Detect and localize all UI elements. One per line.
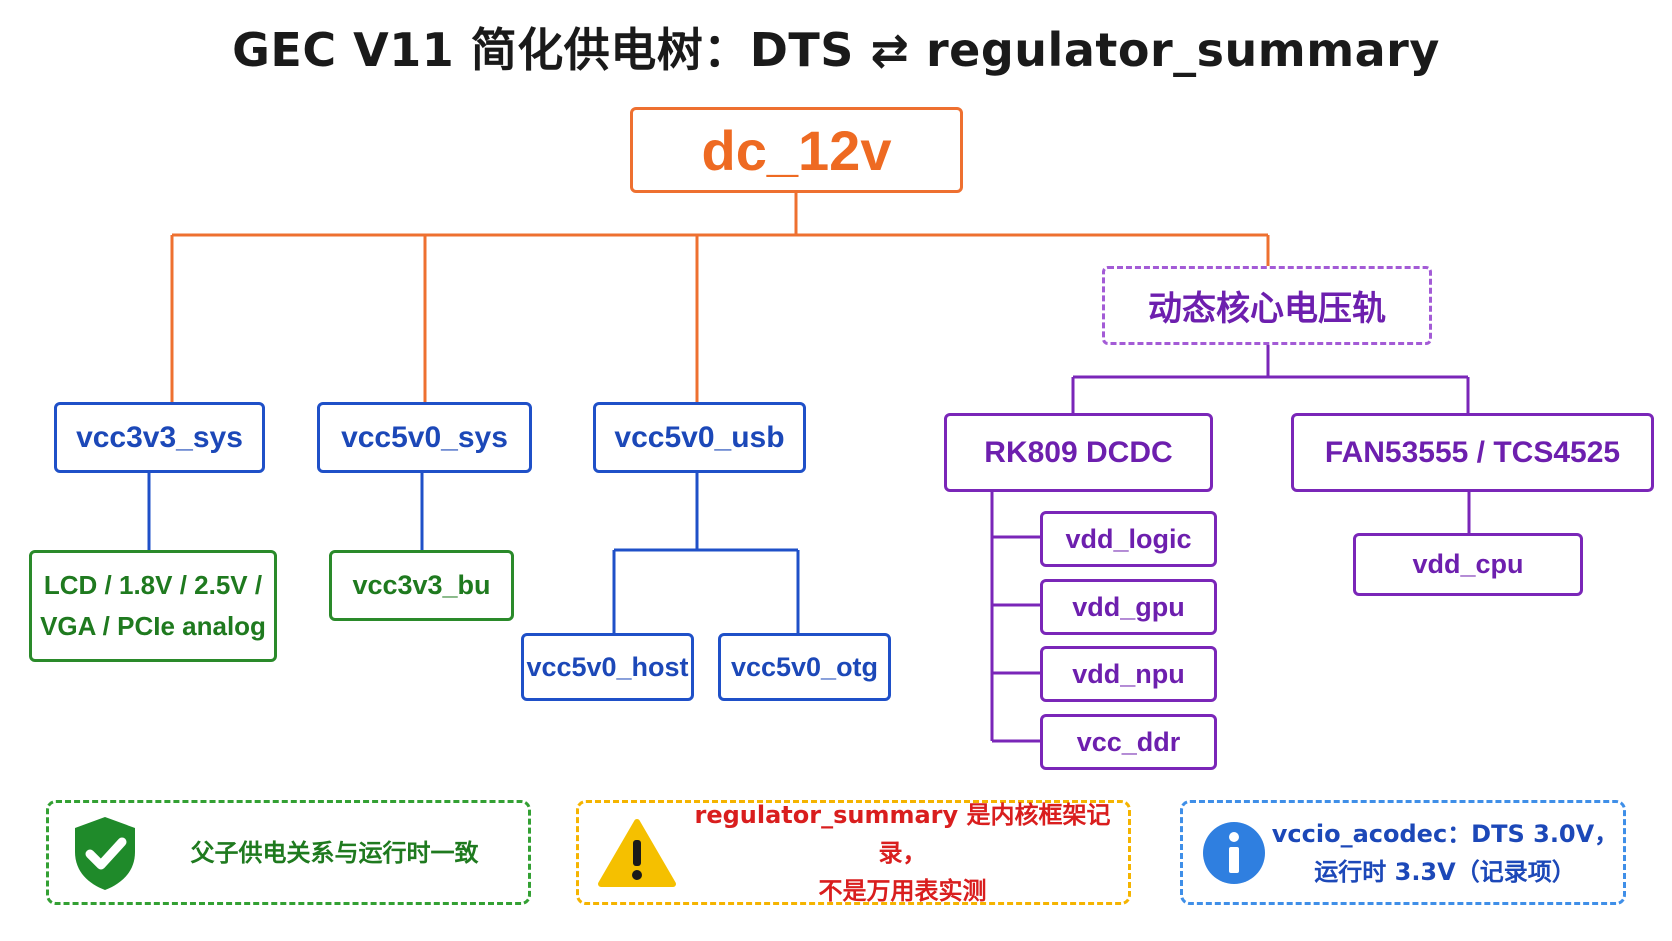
- node-vcc5v0-sys: vcc5v0_sys: [317, 402, 532, 473]
- node-vcc3v3-bu: vcc3v3_bu: [329, 550, 514, 621]
- node-vdd-logic: vdd_logic: [1040, 511, 1217, 567]
- node-vcc3v3-sys: vcc3v3_sys: [54, 402, 265, 473]
- note-framework-record: regulator_summary 是内核框架记录， 不是万用表实测: [576, 800, 1131, 905]
- warning-icon: [598, 818, 676, 887]
- dynamic-group-connector: [1071, 345, 1470, 413]
- root-connector: [170, 193, 1270, 402]
- note-framework-line-1: regulator_summary 是内核框架记录，: [694, 800, 1111, 867]
- note-vccio-line-2: 运行时 3.3V（记录项）: [1314, 857, 1576, 886]
- vcc5v0-usb-connector: [612, 473, 800, 633]
- info-icon: [1203, 821, 1265, 884]
- loads-line-1: LCD / 1.8V / 2.5V /: [43, 570, 263, 600]
- node-fan53555-tcs4525: FAN53555 / TCS4525: [1291, 413, 1654, 492]
- node-vdd-cpu: vdd_cpu: [1353, 533, 1583, 596]
- shield-check-icon: [75, 816, 135, 890]
- node-vcc5v0-usb: vcc5v0_usb: [593, 402, 806, 473]
- page-title: GEC V11 简化供电树：DTS ⇄ regulator_summary: [232, 23, 1440, 77]
- note-consistency-text: 父子供电关系与运行时一致: [190, 838, 479, 867]
- node-dynamic-core-rails: 动态核心电压轨: [1102, 266, 1432, 345]
- loads-line-2: VGA / PCIe analog: [40, 611, 266, 641]
- node-dc-12v: dc_12v: [630, 107, 963, 193]
- node-vcc-ddr: vcc_ddr: [1040, 714, 1217, 770]
- node-rk809-dcdc: RK809 DCDC: [944, 413, 1213, 492]
- node-vcc5v0-host: vcc5v0_host: [521, 633, 694, 701]
- node-vcc5v0-otg: vcc5v0_otg: [718, 633, 891, 701]
- note-consistency: 父子供电关系与运行时一致: [46, 800, 531, 905]
- node-vcc3v3-sys-loads: LCD / 1.8V / 2.5V / VGA / PCIe analog: [29, 550, 277, 662]
- note-vccio-acodec: vccio_acodec：DTS 3.0V， 运行时 3.3V（记录项）: [1180, 800, 1626, 905]
- rk809-connector: [990, 492, 1040, 743]
- node-vdd-npu: vdd_npu: [1040, 646, 1217, 702]
- node-vdd-gpu: vdd_gpu: [1040, 579, 1217, 635]
- note-framework-line-2: 不是万用表实测: [818, 876, 987, 905]
- note-vccio-line-1: vccio_acodec：DTS 3.0V，: [1271, 819, 1619, 848]
